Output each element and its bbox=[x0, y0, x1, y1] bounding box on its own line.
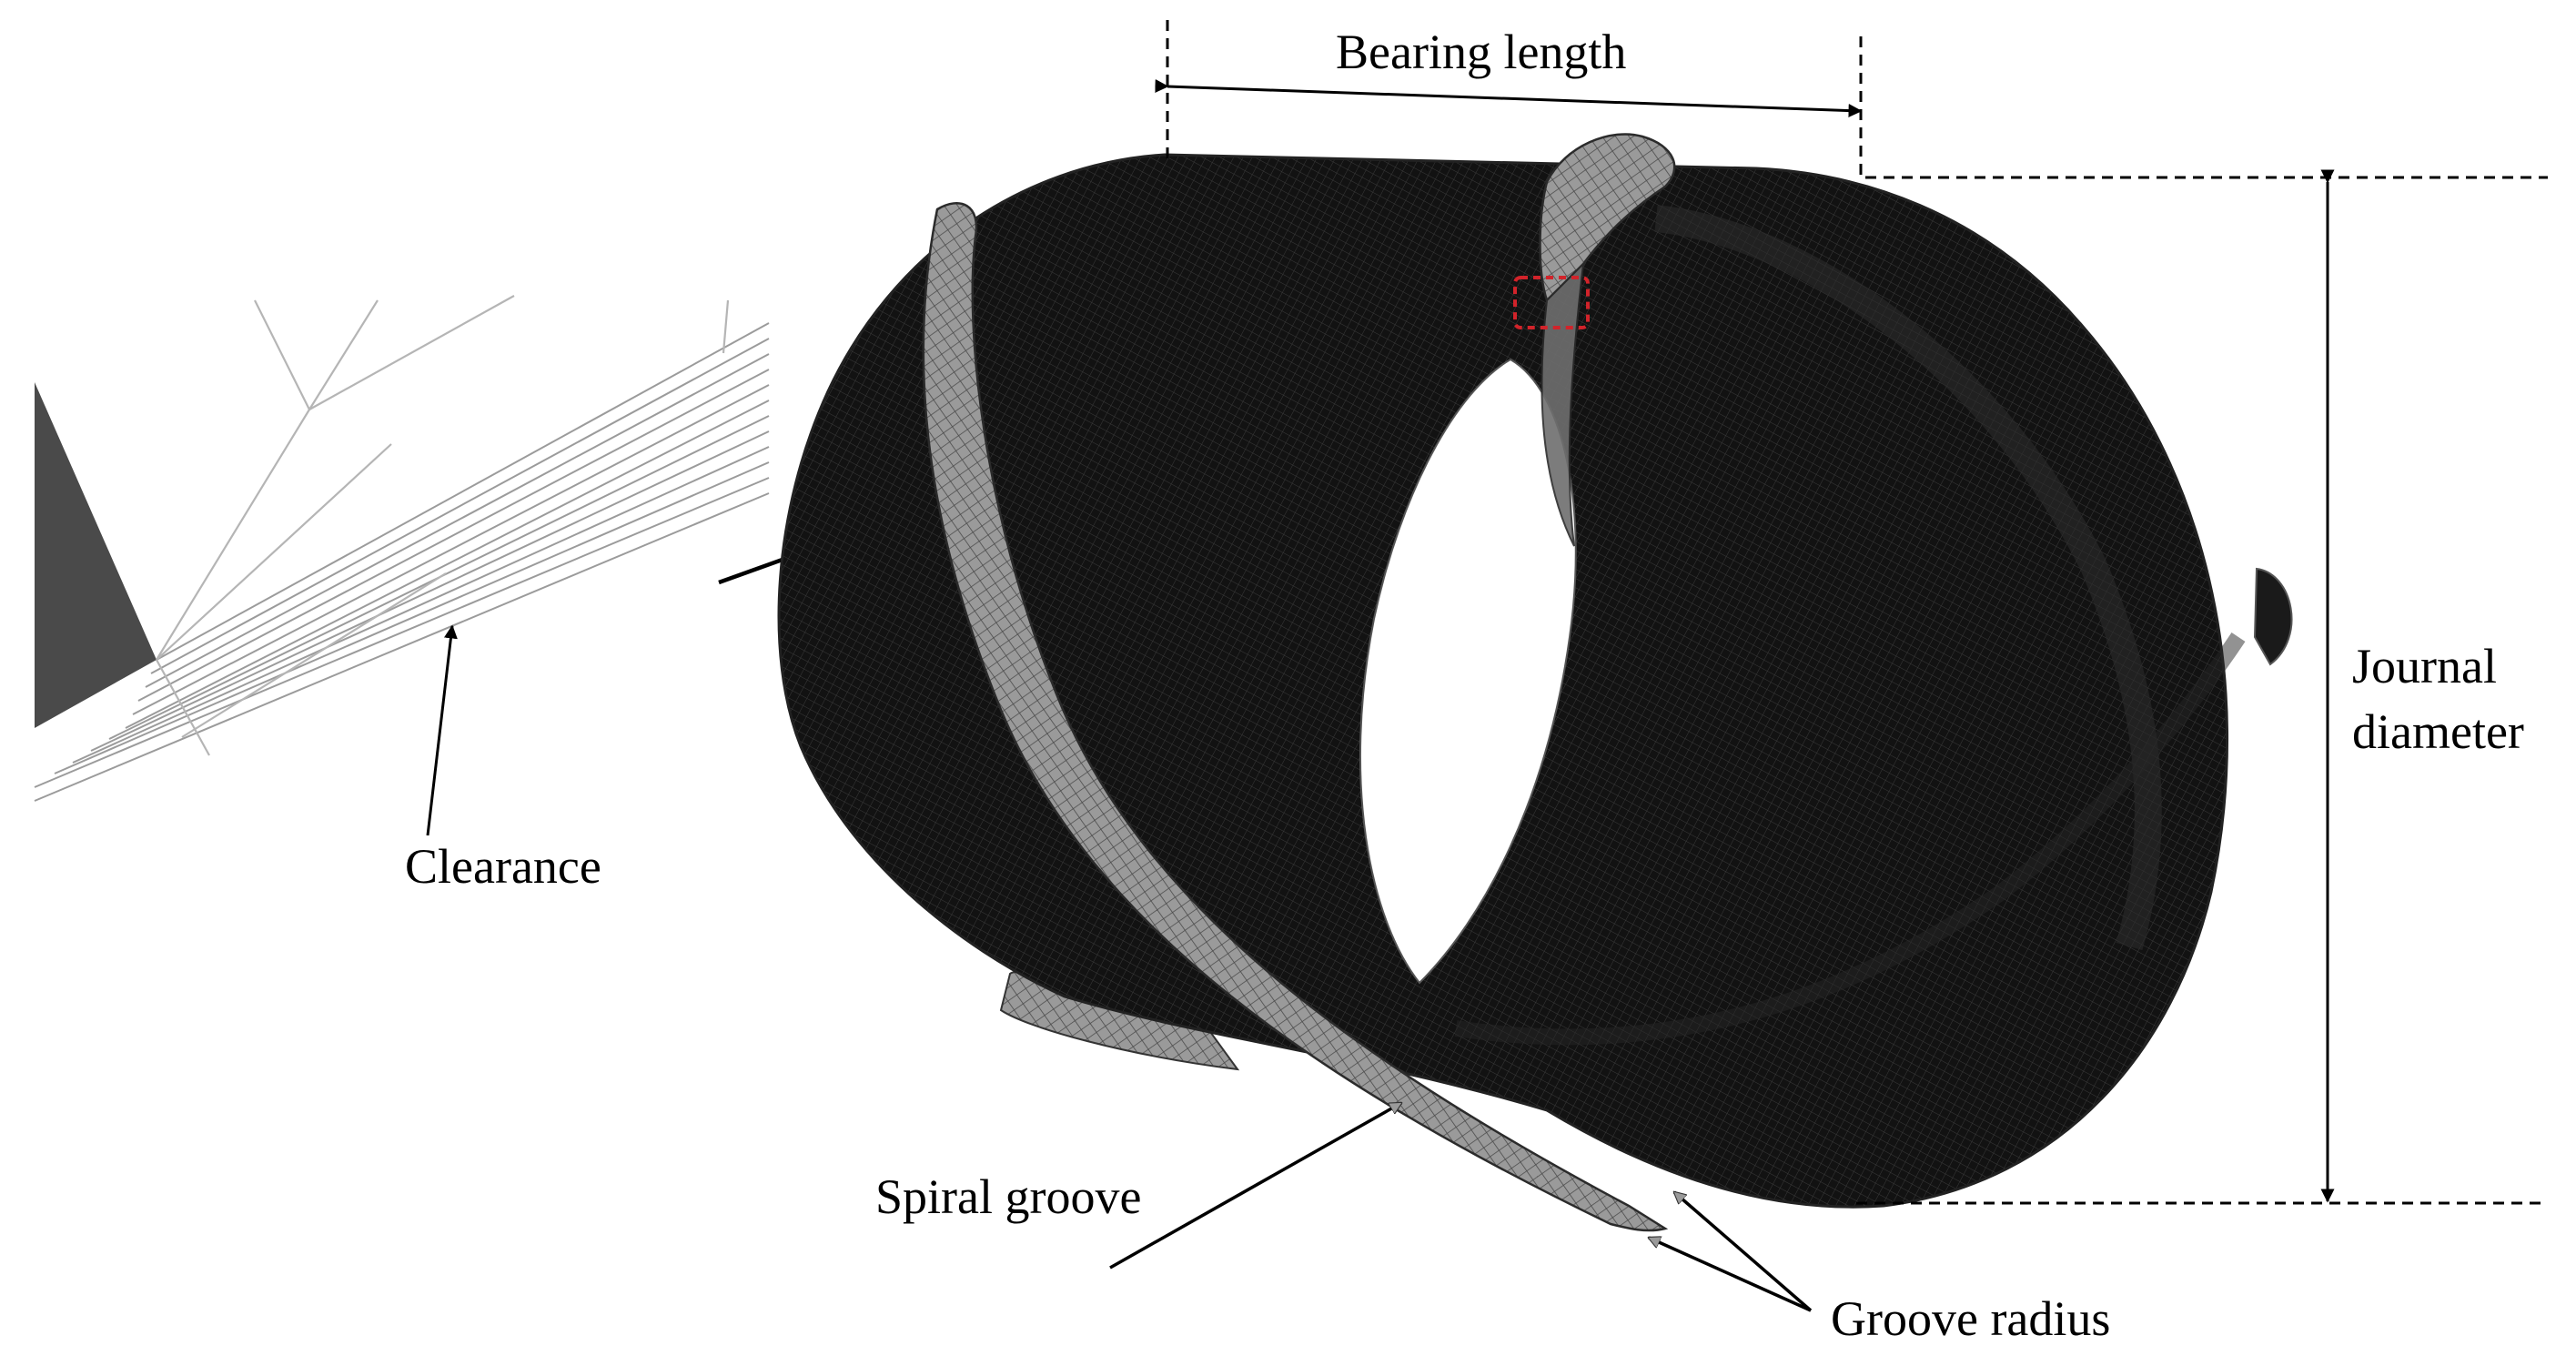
bearing-length-dimension: Bearing length bbox=[1155, 20, 1863, 182]
groove-right-nub bbox=[2253, 567, 2293, 666]
bearing-shading-band-2 bbox=[1454, 632, 2246, 1046]
journal-diameter-label-line2: diameter bbox=[2352, 704, 2524, 759]
bearing-body bbox=[777, 153, 2293, 1209]
bearing-bore-opening bbox=[1359, 358, 1577, 985]
clearance-arrow bbox=[426, 624, 458, 836]
inset-solid-wedge bbox=[35, 382, 157, 728]
spiral-groove bbox=[922, 133, 1676, 1232]
spiral-groove-front bbox=[922, 202, 1669, 1232]
spiral-groove-bore bbox=[1541, 261, 1585, 547]
clearance-inset bbox=[34, 295, 770, 802]
bearing-length-label: Bearing length bbox=[1336, 25, 1626, 79]
groove-radius-arrow-2 bbox=[1649, 1238, 1812, 1312]
bearing-shading-band bbox=[1654, 205, 2162, 951]
clearance-highlight-box bbox=[1513, 276, 1590, 329]
spiral-groove-top bbox=[1539, 133, 1676, 303]
clearance-label: Clearance bbox=[405, 839, 601, 894]
groove-radius-arrow-1 bbox=[1674, 1192, 1813, 1312]
spiral-groove-label: Spiral groove bbox=[875, 1169, 1141, 1224]
inset-clearance-layers bbox=[34, 322, 770, 802]
journal-diameter-dimension: Journal diameter bbox=[1856, 169, 2548, 1205]
inset-mesh-branches bbox=[156, 295, 730, 756]
groove-radius-label: Groove radius bbox=[1831, 1291, 2110, 1346]
journal-diameter-label-line1: Journal bbox=[2352, 639, 2497, 693]
bearing-length-arrow bbox=[1155, 79, 1863, 118]
spiral-groove-arrow bbox=[1109, 1101, 1401, 1270]
